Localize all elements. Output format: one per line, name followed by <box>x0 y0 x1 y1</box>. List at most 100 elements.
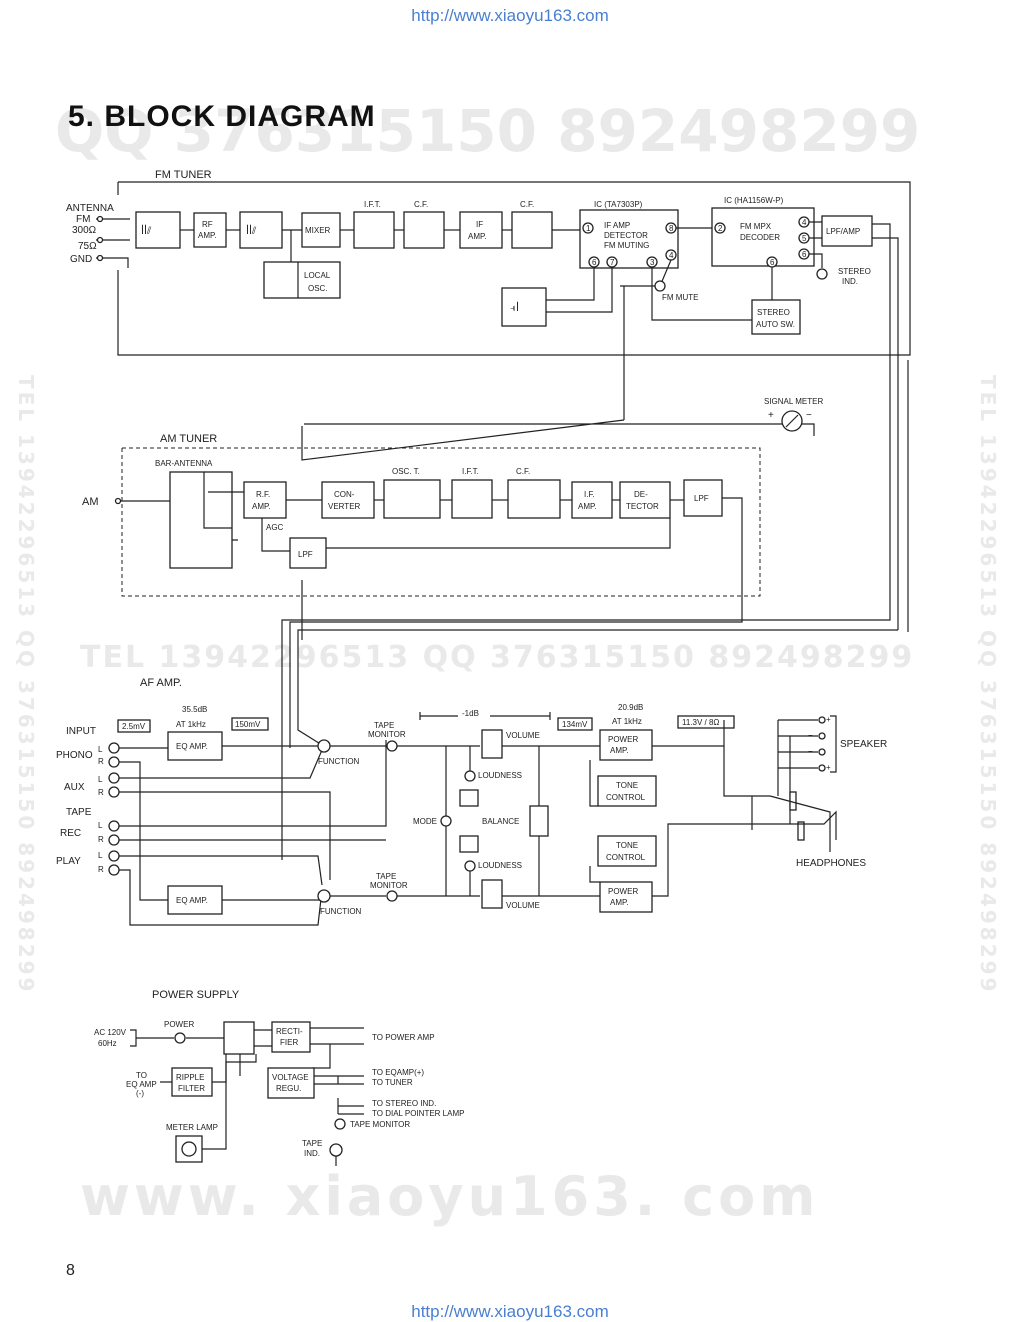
tone-control-box <box>597 775 657 807</box>
jack-icon <box>108 742 120 754</box>
jack-icon <box>108 772 120 784</box>
af-rec-label: REC <box>60 828 81 839</box>
jack-play-l: L <box>98 851 103 860</box>
fm-ift-box <box>353 211 395 249</box>
am-bar-antenna-label: BAR-ANTENNA <box>155 459 213 468</box>
mode-switch-icon <box>440 815 452 827</box>
mode-label: MODE <box>413 817 437 826</box>
am-converter-2: VERTER <box>328 502 361 511</box>
am-ift-box <box>451 479 493 519</box>
tape-monitor2-2: MONITOR <box>370 881 408 890</box>
am-detector-box <box>619 481 671 519</box>
ps-hz: 60Hz <box>98 1039 117 1048</box>
jack-icon <box>108 786 120 798</box>
loudness-label: LOUDNESS <box>478 771 522 780</box>
ps-rectifier-2: FIER <box>280 1038 298 1047</box>
power-amp-1: POWER <box>608 735 638 744</box>
power-amp2-box <box>599 881 653 913</box>
am-tuner-section: AM TUNER BAR-ANTENNA AM R.F. AMP. AGC LP… <box>82 433 761 748</box>
fm-tuner-frame <box>117 181 911 356</box>
fm-mute-lamp <box>654 280 666 292</box>
fm-ic2-pin6: 6 <box>802 250 807 259</box>
fm-cf2-label: C.F. <box>520 200 534 209</box>
ps-to-eq-1: TO <box>136 1071 147 1080</box>
fm-ic1-pin4: 4 <box>669 251 674 260</box>
fm-mixer-label: MIXER <box>305 226 331 235</box>
ps-rectifier-1: RECTI- <box>276 1027 303 1036</box>
fm-local-osc-box <box>263 261 341 299</box>
am-if-amp-box <box>571 481 613 519</box>
jack-icon <box>108 756 120 768</box>
footer-url[interactable]: http://www.xiaoyu163.com <box>411 1302 609 1321</box>
stereo-sw-1: STEREO <box>757 308 790 317</box>
fm-gnd-label: GND <box>70 254 92 265</box>
headphone-jack2-icon <box>797 821 805 841</box>
jack-icon <box>108 850 120 862</box>
stereo-auto-sw-box <box>751 299 801 335</box>
jack-rec-l: L <box>98 821 103 830</box>
af-at1khz2: AT 1kHz <box>612 717 642 726</box>
am-if-amp-1: I.F. <box>584 490 595 499</box>
af-tape-label: TAPE <box>66 807 92 818</box>
am-ift-label: I.F.T. <box>462 467 479 476</box>
fm-ic1-line3: FM MUTING <box>604 241 649 250</box>
ps-to-power-amp: TO POWER AMP <box>372 1033 435 1042</box>
watermark-side-right: TEL 13942296513 QQ 376315150 892498299 <box>976 375 1000 995</box>
ps-to-eqamp: TO EQAMP(+) <box>372 1068 424 1077</box>
af-db209: 20.9dB <box>618 703 643 712</box>
volume-pot-box <box>481 729 503 759</box>
tone-1: TONE <box>616 781 638 790</box>
tape-ind-lamp-icon <box>329 1143 343 1157</box>
header-url[interactable]: http://www.xiaoyu163.com <box>411 6 609 25</box>
fm-rf-amp-label-2: AMP. <box>198 231 217 240</box>
jack-rec-r: R <box>98 835 104 844</box>
eq-amp-box <box>167 731 223 761</box>
fm-mute-label: FM MUTE <box>662 293 698 302</box>
watermark-side-left: TEL 13942296513 QQ 376315150 892498299 <box>14 375 38 995</box>
jack-icon <box>108 864 120 876</box>
af-db355: 35.5dB <box>182 705 207 714</box>
fm-rf-amp-label-1: RF <box>202 220 213 229</box>
fm-cf2-box <box>511 211 553 249</box>
fm-ic1-pin3: 3 <box>650 258 655 267</box>
tone2-1: TONE <box>616 841 638 850</box>
eq-amp2-box <box>167 885 223 915</box>
af-mv150: 150mV <box>235 720 261 729</box>
loudness-filter-box <box>459 789 479 807</box>
ps-tape-monitor: TAPE MONITOR <box>350 1120 410 1129</box>
jack-icon <box>108 820 120 832</box>
ps-ac: AC 120V <box>94 1028 127 1037</box>
fm-ic2-line1: FM MPX <box>740 222 772 231</box>
ps-to-stereo: TO STEREO IND. <box>372 1099 436 1108</box>
watermark-site: www. xiaoyu163. com <box>80 1165 820 1228</box>
fm-ic2-pin4: 4 <box>802 218 807 227</box>
meter-plus: + <box>768 410 774 421</box>
tuner-bus-lines <box>281 325 909 860</box>
ps-ripple-1: RIPPLE <box>176 1073 204 1082</box>
fm-mixer-box <box>301 212 341 248</box>
tape-monitor-lamp-icon <box>334 1118 346 1130</box>
ac-plug-icon <box>130 1029 137 1047</box>
watermark-middle: TEL 13942296513 QQ 376315150 892498299 <box>80 640 915 675</box>
am-if-amp-2: AMP. <box>578 502 597 511</box>
fm-if-amp-label-2: AMP. <box>468 232 487 241</box>
mv25-tag <box>117 719 151 733</box>
jack-phono-r: R <box>98 757 104 766</box>
ps-voltage-1: VOLTAGE <box>272 1073 309 1082</box>
af-at1khz: AT 1kHz <box>176 720 206 729</box>
am-rf-amp-2: AMP. <box>252 502 271 511</box>
af-mv134: 134mV <box>562 720 588 729</box>
fm-cf1-label: C.F. <box>414 200 428 209</box>
am-rf-amp-1: R.F. <box>256 490 270 499</box>
af-amp-section: AF AMP. INPUT PHONO AUX TAPE REC PLAY L … <box>56 677 887 926</box>
ps-tape-ind-2: IND. <box>304 1149 320 1158</box>
stereo-ind-lamp <box>816 268 828 280</box>
tape-monitor-1: TAPE <box>374 721 394 730</box>
tone2-2: CONTROL <box>606 853 646 862</box>
fm-ic2-label: IC (HA1156W-P) <box>724 196 784 205</box>
spk-pin-4: + <box>826 763 831 772</box>
am-tuner-frame <box>121 447 761 597</box>
fm-tuner-label: FM TUNER <box>155 169 212 181</box>
loudness2-filter-box <box>459 835 479 853</box>
volume-label: VOLUME <box>506 731 540 740</box>
